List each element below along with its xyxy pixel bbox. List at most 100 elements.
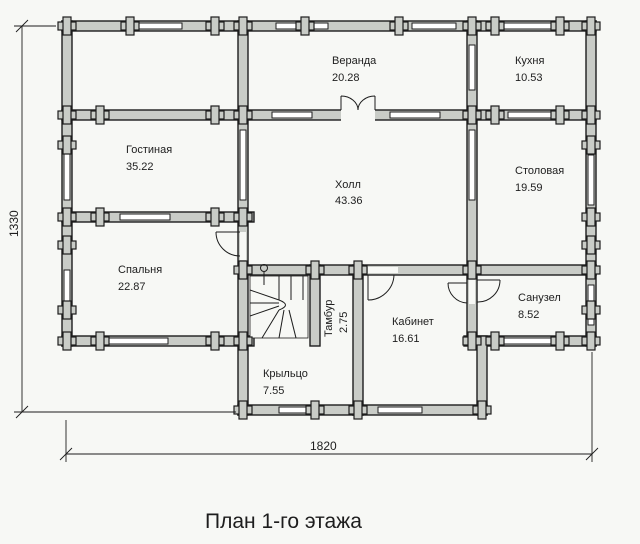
dimension-tick	[585, 447, 599, 461]
window	[468, 44, 476, 91]
log-joint	[210, 331, 220, 351]
log-joint	[62, 300, 72, 320]
log-joint	[586, 105, 596, 125]
log-joint	[555, 105, 565, 125]
log-joint	[210, 16, 220, 36]
log-joint	[310, 260, 320, 280]
log-joint	[62, 135, 72, 155]
room-name: Санузел	[518, 292, 561, 304]
log-joint	[62, 105, 72, 125]
log-joint	[490, 105, 500, 125]
log-joint	[586, 300, 596, 320]
log-joint	[586, 235, 596, 255]
room-name: Крыльцо	[263, 368, 308, 380]
log-joint	[586, 135, 596, 155]
door-opening	[469, 280, 475, 304]
room-area: 20.28	[332, 72, 360, 84]
window	[377, 406, 423, 414]
log-joint	[477, 400, 487, 420]
door-opening	[341, 108, 375, 122]
door-cabinet	[367, 274, 395, 301]
window	[499, 337, 556, 345]
log-joint	[467, 16, 477, 36]
stair-newel	[278, 299, 286, 311]
log-joint	[353, 400, 363, 420]
window	[119, 213, 171, 221]
room-area: 43.36	[335, 195, 363, 207]
room-area: 8.52	[518, 309, 539, 321]
log-joint	[300, 16, 310, 36]
log-joint	[238, 260, 248, 280]
log-joint	[353, 260, 363, 280]
room-name: Столовая	[515, 165, 564, 177]
door-cabinet-side	[447, 282, 468, 304]
log-joint	[555, 16, 565, 36]
window	[499, 22, 559, 30]
room-area: 7.55	[263, 385, 284, 397]
dimension-lines: 1330 1820	[7, 19, 599, 462]
doors	[215, 95, 501, 345]
log-joints	[57, 16, 601, 420]
staircase	[249, 264, 309, 339]
window	[587, 154, 595, 206]
log-joint	[210, 207, 220, 227]
log-joint	[62, 207, 72, 227]
log-joint	[238, 331, 248, 351]
log-joint	[586, 331, 596, 351]
plan-title: План 1-го этажа	[205, 510, 362, 533]
log-joint	[95, 207, 105, 227]
log-joint	[238, 207, 248, 227]
wall-tambur-right	[352, 264, 364, 416]
log-joint	[586, 207, 596, 227]
stair-line	[288, 309, 297, 339]
stair-line	[249, 289, 280, 301]
room-name: Кабинет	[392, 316, 434, 328]
window	[239, 129, 247, 201]
log-joint	[62, 16, 72, 36]
room-name: Холл	[335, 179, 361, 191]
log-joint	[310, 400, 320, 420]
log-joint	[467, 331, 477, 351]
dimension-height-label: 1330	[7, 210, 21, 237]
log-joint	[95, 105, 105, 125]
stair-line	[249, 305, 280, 317]
window	[389, 111, 441, 119]
log-joint	[490, 16, 500, 36]
door-opening	[368, 267, 398, 273]
room-area: 19.59	[515, 182, 543, 194]
log-joint	[467, 105, 477, 125]
door-spalnya	[215, 231, 241, 257]
dimension-tick	[15, 405, 29, 419]
dimension-tick	[15, 19, 29, 33]
log-joint	[210, 105, 220, 125]
room-area: 22.87	[118, 281, 146, 293]
stair-line	[278, 309, 285, 339]
room-area: 35.22	[126, 161, 154, 173]
log-joint	[238, 400, 248, 420]
dimension-tick	[59, 447, 73, 461]
door-opening	[240, 232, 246, 260]
room-area: 10.53	[515, 72, 543, 84]
wall-east-lower	[476, 264, 597, 276]
window	[107, 337, 169, 345]
log-joint	[394, 16, 404, 36]
window	[271, 111, 313, 119]
room-name: Спальня	[118, 264, 162, 276]
room-labels: Веранда 20.28 Кухня 10.53 Гостиная 35.22…	[118, 55, 564, 397]
window	[411, 22, 457, 30]
room-area: 2.75	[338, 312, 350, 333]
stair-line	[261, 309, 280, 339]
log-joint	[490, 331, 500, 351]
log-joint	[238, 16, 248, 36]
log-joint	[62, 331, 72, 351]
log-joint	[586, 260, 596, 280]
log-joint	[555, 331, 565, 351]
log-joint	[238, 105, 248, 125]
door-opening	[324, 339, 350, 345]
door-sanuzel	[476, 279, 501, 303]
room-name: Кухня	[515, 55, 544, 67]
log-joint	[95, 331, 105, 351]
room-name: Гостиная	[126, 144, 172, 156]
door-veranda-right	[357, 95, 376, 111]
room-area: 16.61	[392, 333, 420, 345]
